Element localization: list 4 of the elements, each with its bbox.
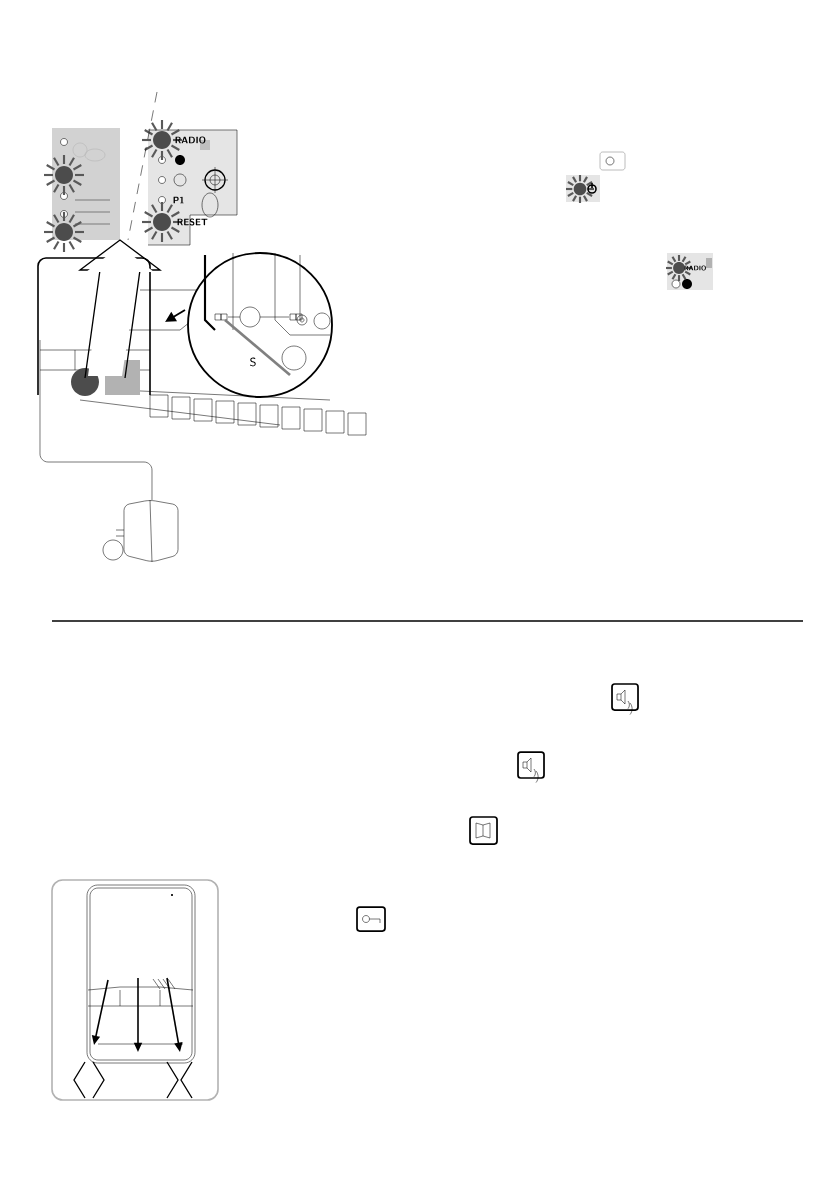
- dimension-label: S: [250, 357, 256, 367]
- panel-label: RESET: [177, 218, 208, 226]
- panel-label: RADIO: [175, 136, 206, 144]
- panel-label: P1: [173, 196, 184, 204]
